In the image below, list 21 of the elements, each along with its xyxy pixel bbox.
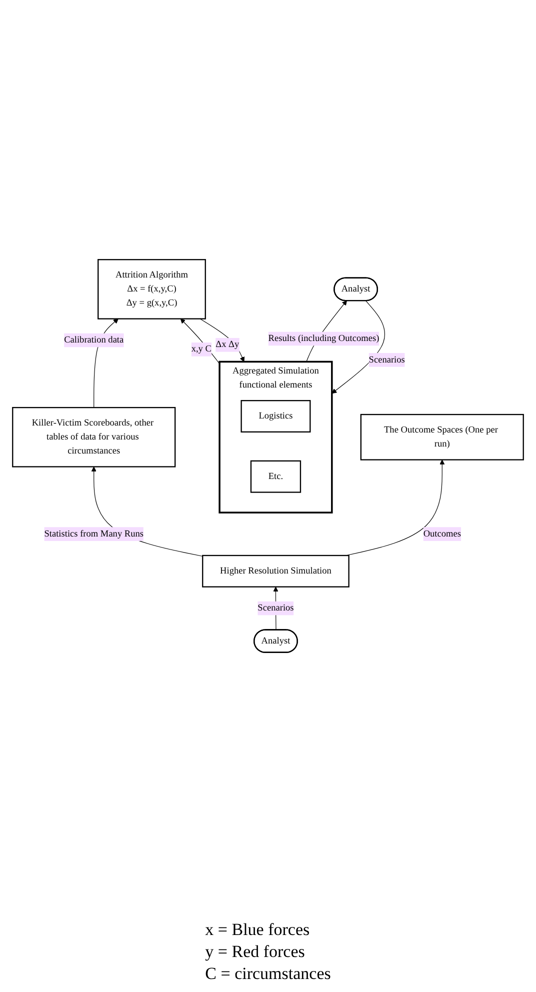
arrow [346,460,445,556]
node-box: Etc. [250,460,302,493]
edge-label: Statistics from Many Runs [44,528,144,539]
arrow [180,318,220,364]
node-box: Logistics [240,400,311,432]
arrow [332,300,386,394]
edge-label: Results (including Outcomes) [268,334,380,344]
edge-label: Scenarios [368,354,405,365]
legend-note: x = Blue forces [205,920,311,940]
node-box: The Outcome Spaces (One per run) [360,414,524,460]
edge-label: Calibration data [64,335,124,345]
arrow [200,318,245,362]
legend-note: C = circumstances [205,964,331,984]
node-box: Attrition Algorithm Δx = f(x,y,C) Δy = g(x,y,C) [98,259,206,320]
edge-label: Outcomes [423,528,461,539]
node-box: Higher Resolution Simulation [202,554,350,588]
edge-label: x,y C [191,344,212,354]
edge-label: Δx Δy [216,340,240,350]
legend-note: y = Red forces [205,942,306,962]
node-box: Killer-Victim Scoreboards, other tables of data for various circumstances [12,406,176,468]
edge-label: Scenarios [258,603,294,613]
